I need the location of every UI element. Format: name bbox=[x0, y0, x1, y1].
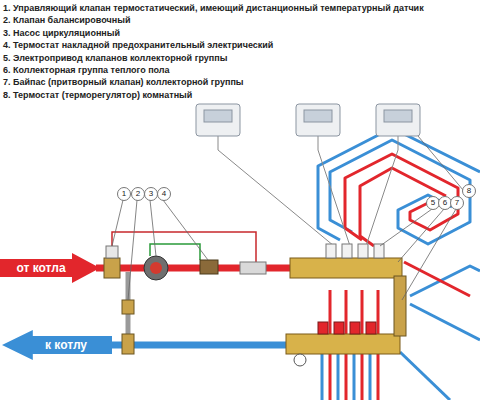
flow-label: к котлу bbox=[2, 330, 112, 360]
supply-manifold bbox=[290, 258, 402, 278]
thermostat-body bbox=[196, 104, 240, 136]
callout-number: 8 bbox=[462, 184, 476, 198]
thermostat-screen bbox=[384, 110, 412, 122]
callout-number: 3 bbox=[144, 187, 158, 201]
callout-number: 7 bbox=[450, 196, 464, 210]
legend-list-line: 7. Байпас (притворный клапан) коллекторн… bbox=[3, 77, 244, 88]
balancing-valve bbox=[122, 300, 134, 314]
valve-actuators bbox=[294, 244, 406, 366]
return-outlets bbox=[322, 352, 370, 400]
legend-list-line: 5. Электропривод клапанов коллекторной г… bbox=[3, 53, 227, 64]
flow-meter bbox=[366, 322, 376, 334]
actuator bbox=[374, 244, 384, 258]
legend-list-line: 8. Термостат (терморегулятор) комнатный bbox=[3, 90, 192, 101]
wire bbox=[218, 136, 334, 246]
thermostat-screen bbox=[204, 110, 232, 122]
leader-line bbox=[112, 200, 123, 246]
callout-number: 2 bbox=[131, 187, 145, 201]
safety-thermostat bbox=[200, 260, 218, 274]
gauge bbox=[294, 354, 306, 366]
thermostat-body bbox=[296, 104, 340, 136]
legend-list-line: 2. Клапан балансировочный bbox=[3, 15, 130, 26]
pump-cap bbox=[150, 262, 162, 274]
supply-coil bbox=[360, 168, 446, 246]
thermostatic-valve bbox=[104, 258, 120, 278]
legend-list-line: 1. Управляющий клапан термостатический, … bbox=[3, 3, 424, 14]
callout-number: 4 bbox=[157, 187, 171, 201]
supply-pipe bbox=[96, 265, 300, 272]
leader-line bbox=[128, 200, 137, 300]
legend-list-line: 4. Термостат накладной предохранительный… bbox=[3, 40, 273, 51]
tee-fitting bbox=[122, 334, 134, 354]
flow-label: от котла bbox=[0, 253, 100, 283]
leader-line bbox=[402, 209, 456, 300]
flow-meter bbox=[334, 322, 344, 334]
actuator bbox=[326, 244, 336, 258]
return-coil bbox=[410, 304, 480, 340]
return-manifold bbox=[286, 334, 400, 354]
bypass-valve bbox=[394, 276, 406, 336]
leader-line bbox=[418, 136, 468, 196]
circulation-pump bbox=[144, 256, 168, 280]
actuator bbox=[358, 244, 368, 258]
legend-list-line: 6. Коллекторная группа теплого пола bbox=[3, 65, 170, 76]
thermostat-body bbox=[376, 104, 420, 136]
return-coil bbox=[400, 352, 450, 400]
actuator bbox=[342, 244, 352, 258]
leader-line bbox=[163, 200, 208, 260]
leader-line bbox=[398, 209, 444, 262]
callout-number: 1 bbox=[117, 187, 131, 201]
leader-line bbox=[150, 200, 156, 256]
supply-coil bbox=[345, 154, 458, 240]
supply-coil bbox=[404, 262, 470, 296]
wire bbox=[318, 136, 350, 246]
return-pipe bbox=[108, 342, 300, 349]
wire bbox=[366, 136, 398, 246]
room-thermostats bbox=[196, 104, 420, 136]
arrow-fill bbox=[2, 330, 112, 360]
leader-line bbox=[380, 209, 432, 246]
flow-arrow: от котла bbox=[0, 253, 100, 283]
flow-arrow: к котлу bbox=[2, 330, 112, 360]
valve-head bbox=[106, 246, 118, 258]
thermostat-wires bbox=[218, 136, 398, 246]
flow-meter bbox=[350, 322, 360, 334]
leader-lines bbox=[112, 136, 468, 300]
legend-list-line: 3. Насос циркуляционный bbox=[3, 28, 120, 39]
pipe-fitting bbox=[240, 262, 266, 274]
arrow-fill bbox=[0, 253, 100, 283]
flow-meter bbox=[318, 322, 328, 334]
thermostat-screen bbox=[304, 110, 332, 122]
